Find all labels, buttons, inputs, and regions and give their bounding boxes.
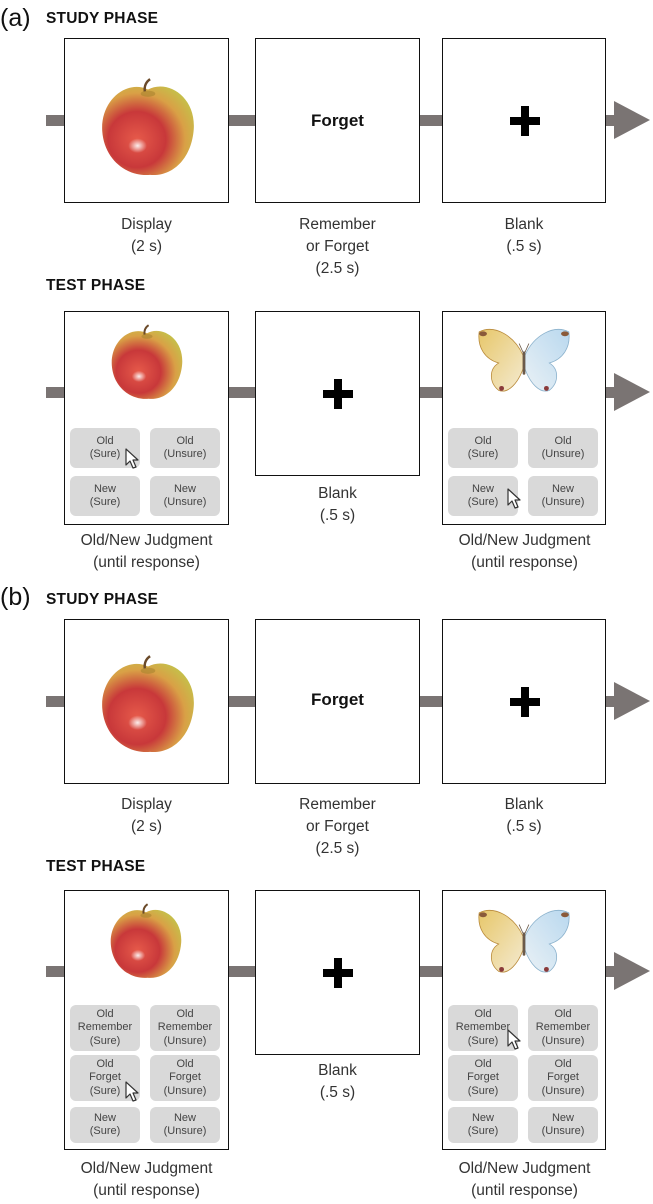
new-unsure-button[interactable]: New(Unsure) bbox=[150, 1107, 220, 1143]
apple-image bbox=[107, 322, 187, 402]
connector bbox=[604, 966, 616, 977]
apple-image bbox=[105, 901, 187, 981]
blank-frame bbox=[442, 38, 606, 203]
arrow-right-icon bbox=[614, 952, 650, 990]
connector bbox=[418, 387, 444, 398]
connector bbox=[227, 966, 257, 977]
arrow-right-icon bbox=[614, 101, 650, 139]
mouse-cursor-icon bbox=[507, 488, 521, 510]
old-sure-button[interactable]: Old(Sure) bbox=[448, 428, 518, 468]
cue-frame: Forget bbox=[255, 38, 420, 203]
mouse-cursor-icon bbox=[125, 448, 139, 470]
old-unsure-button[interactable]: Old(Unsure) bbox=[528, 428, 598, 468]
arrow-right-icon bbox=[614, 373, 650, 411]
caption-judgment: Old/New Judgment(until response) bbox=[458, 532, 591, 571]
blank-frame bbox=[255, 311, 420, 476]
old-unsure-button[interactable]: Old(Unsure) bbox=[150, 428, 220, 468]
fixation-cross-icon bbox=[323, 379, 353, 409]
blank-frame bbox=[255, 890, 420, 1055]
panel-label: (b) bbox=[0, 583, 31, 611]
phase-title: TEST PHASE bbox=[46, 858, 146, 875]
new-unsure-button[interactable]: New(Unsure) bbox=[150, 476, 220, 516]
new-unsure-button[interactable]: New(Unsure) bbox=[528, 1107, 598, 1143]
mouse-cursor-icon bbox=[125, 1081, 139, 1103]
connector bbox=[418, 696, 444, 707]
forget-cue: Forget bbox=[311, 690, 364, 709]
connector bbox=[46, 966, 66, 977]
connector bbox=[604, 115, 616, 126]
caption-blank: Blank(.5 s) bbox=[318, 485, 357, 524]
caption-blank: Blank(.5 s) bbox=[504, 796, 544, 835]
panel-label: (a) bbox=[0, 4, 31, 32]
stimulus-frame bbox=[64, 38, 229, 203]
connector bbox=[46, 387, 66, 398]
cue-frame: Forget bbox=[255, 619, 420, 784]
connector bbox=[227, 115, 257, 126]
forget-cue: Forget bbox=[311, 111, 364, 130]
fixation-cross-icon bbox=[323, 958, 353, 988]
butterfly-image bbox=[475, 907, 573, 985]
blank-frame bbox=[442, 619, 606, 784]
judgment-screen: Old(Sure) Old(Unsure) New(Sure) New(Unsu… bbox=[442, 311, 606, 525]
caption-judgment: Old/New Judgment(until response) bbox=[458, 1160, 591, 1199]
mouse-cursor-icon bbox=[507, 1029, 521, 1051]
fixation-cross-icon bbox=[510, 106, 540, 136]
caption-judgment: Old/New Judgment(until response) bbox=[80, 1160, 213, 1199]
new-sure-button[interactable]: New(Sure) bbox=[448, 1107, 518, 1143]
connector bbox=[227, 696, 257, 707]
judgment-screen: Old(Sure) Old(Unsure) New(Sure) New(Unsu… bbox=[64, 311, 229, 525]
caption-blank: Blank(.5 s) bbox=[504, 216, 544, 255]
new-sure-button[interactable]: New(Sure) bbox=[70, 476, 140, 516]
connector bbox=[418, 115, 444, 126]
connector bbox=[227, 387, 257, 398]
phase-title: STUDY PHASE bbox=[46, 591, 159, 608]
apple-image bbox=[95, 652, 201, 756]
caption-judgment: Old/New Judgment(until response) bbox=[80, 532, 213, 571]
new-unsure-button[interactable]: New(Unsure) bbox=[528, 476, 598, 516]
caption-display: Display(2 s) bbox=[121, 216, 172, 255]
stimulus-frame bbox=[64, 619, 229, 784]
connector bbox=[46, 115, 66, 126]
arrow-right-icon bbox=[614, 682, 650, 720]
phase-title: STUDY PHASE bbox=[46, 10, 159, 27]
apple-image bbox=[95, 75, 201, 179]
connector bbox=[418, 966, 444, 977]
connector bbox=[604, 696, 616, 707]
fixation-cross-icon bbox=[510, 687, 540, 717]
new-sure-button[interactable]: New(Sure) bbox=[448, 476, 518, 516]
butterfly-image bbox=[475, 326, 573, 404]
phase-title: TEST PHASE bbox=[46, 277, 146, 294]
connector bbox=[604, 387, 616, 398]
caption-display: Display(2 s) bbox=[121, 796, 172, 835]
caption-blank: Blank(.5 s) bbox=[318, 1062, 357, 1101]
connector bbox=[46, 696, 66, 707]
new-sure-button[interactable]: New(Sure) bbox=[70, 1107, 140, 1143]
